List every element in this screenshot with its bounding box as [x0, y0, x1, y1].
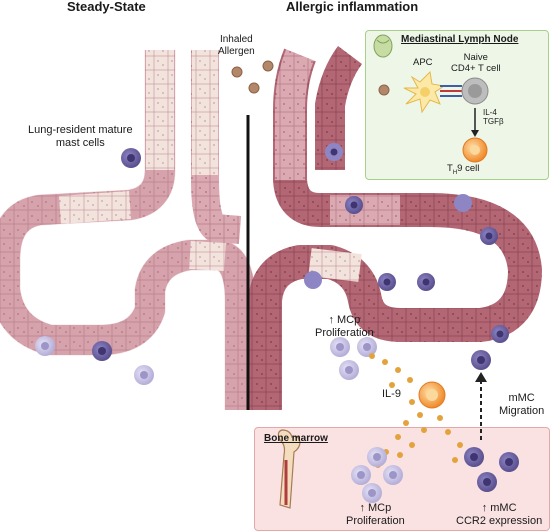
allergic-inflammation-title: Allergic inflammation: [286, 0, 419, 14]
migration-arrow: [475, 372, 487, 440]
lymph-node-icon: [373, 34, 393, 58]
allergic-mast-cells: [304, 143, 509, 380]
bone-marrow-title: Bone marrow: [264, 433, 328, 444]
apc-cell: [403, 70, 446, 114]
steady-mast-cells: [35, 148, 154, 385]
receptor-bars: [440, 85, 462, 97]
apc-label: APC: [413, 57, 433, 68]
naive-t-cell-label: Naive CD4+ T cell: [451, 52, 501, 74]
inhaled-allergen-label: Inhaled Allergen: [218, 34, 255, 57]
cytokines-label: IL-4 TGFβ: [483, 108, 504, 127]
allergen-particles: [231, 60, 390, 96]
steady-state-title: Steady-State: [67, 0, 146, 14]
steady-state-airway: [0, 50, 256, 410]
il9-cell: [418, 381, 446, 409]
th9-cell: [462, 137, 488, 163]
bone-icon: [277, 429, 301, 509]
lymph-node-panel: [365, 30, 549, 180]
il9-label: IL-9: [382, 388, 401, 400]
mcp-proliferation-lung-label: ↑ MCp Proliferation: [315, 314, 374, 339]
bm-ccr2-label: ↑ mMC CCR2 expression: [456, 502, 543, 527]
lymph-arrow: [471, 108, 479, 137]
lymph-node-title: Mediastinal Lymph Node: [401, 34, 519, 45]
lung-resident-label: Lung-resident mature mast cells: [28, 124, 133, 149]
naive-t-cell: [461, 77, 489, 105]
bone-marrow-cells: [351, 447, 519, 503]
mmc-migration-label: mMC Migration: [499, 392, 545, 417]
th9-label: TH9 cell: [447, 163, 480, 176]
bm-mcp-proliferation-label: ↑ MCp Proliferation: [346, 502, 405, 527]
allergic-airway: [248, 46, 542, 410]
